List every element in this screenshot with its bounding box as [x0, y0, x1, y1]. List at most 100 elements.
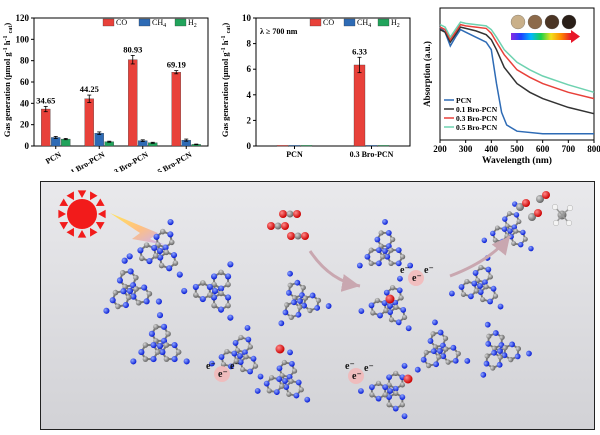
- carbon-atom: [478, 264, 484, 271]
- carbon-atom: [207, 292, 213, 298]
- nitrogen-atom: [405, 325, 412, 332]
- nitrogen-atom: [263, 380, 270, 387]
- y-tick-label: 40: [20, 98, 30, 108]
- electron-label: e⁻: [412, 273, 422, 284]
- sun-ray: [77, 190, 87, 198]
- nitrogen-atom: [287, 270, 293, 277]
- x-tick-label: 400: [485, 144, 499, 154]
- nitrogen-atom: [304, 396, 311, 403]
- nitrogen-atom: [225, 294, 232, 301]
- nitrogen-atom: [497, 348, 503, 354]
- nitrogen-atom: [526, 350, 532, 357]
- nitrogen-atom: [231, 350, 238, 357]
- nitrogen-atom: [440, 353, 447, 360]
- carbon-atom: [225, 281, 231, 288]
- nitrogen-atom: [130, 358, 137, 365]
- nitrogen-atom: [120, 288, 127, 295]
- sample-photo: [510, 14, 526, 30]
- carbon-atom: [388, 317, 395, 323]
- y-tick-label: 4: [247, 90, 252, 100]
- nitrogen-atom: [482, 279, 488, 286]
- carbon-atom: [284, 302, 290, 308]
- carbon-atom: [432, 344, 439, 350]
- nitrogen-atom: [496, 361, 503, 368]
- carbon-atom: [388, 260, 394, 266]
- carbon-atom: [252, 363, 259, 369]
- legend-label: 0.3 Bro-PCN: [456, 114, 498, 123]
- nitrogen-atom: [491, 349, 497, 356]
- nitrogen-atom: [181, 287, 188, 295]
- x-axis-title: Wavelength (nm): [482, 155, 552, 166]
- nitrogen-atom: [156, 247, 164, 255]
- carbon-atom: [220, 361, 227, 368]
- carbon-atom: [430, 331, 436, 337]
- nitrogen-atom: [137, 247, 144, 254]
- nitrogen-atom: [490, 285, 497, 292]
- carbon-atom: [224, 348, 230, 355]
- legend-label: CH4: [357, 18, 371, 29]
- nitrogen-atom: [385, 230, 392, 236]
- carbon-atom: [401, 314, 408, 321]
- heptazine-unit: [356, 219, 414, 269]
- nitrogen-atom: [511, 224, 518, 230]
- nitrogen-atom: [109, 297, 116, 304]
- nitrogen-atom: [468, 293, 474, 300]
- bar-co: [128, 59, 138, 147]
- sun-ray: [95, 198, 105, 206]
- nitrogen-atom: [278, 320, 285, 327]
- nitrogen-atom: [437, 329, 444, 336]
- heptazine-unit: [209, 325, 264, 380]
- nitrogen-atom: [384, 253, 391, 260]
- carbon-atom: [398, 295, 404, 301]
- nitrogen-atom: [407, 262, 414, 269]
- nitrogen-atom: [156, 312, 164, 319]
- oxygen-atom: [267, 222, 275, 230]
- carbon-atom: [455, 350, 461, 357]
- legend-swatch-ch4: [343, 18, 356, 27]
- nitrogen-atom: [450, 344, 457, 351]
- sun-ray: [90, 227, 98, 237]
- oxygen-atom: [287, 232, 295, 240]
- nitrogen-atom: [211, 273, 218, 280]
- y-tick-label: 0: [247, 141, 252, 151]
- nitrogen-atom: [502, 216, 508, 222]
- nitrogen-atom: [369, 384, 375, 391]
- carbon-atom: [425, 362, 432, 369]
- carbon-atom: [445, 359, 451, 365]
- nitrogen-atom: [397, 275, 403, 282]
- nitrogen-atom: [103, 307, 110, 314]
- nitrogen-atom: [485, 266, 492, 273]
- carbon-atom: [146, 290, 153, 297]
- nitrogen-atom: [375, 395, 382, 402]
- nitrogen-atom: [301, 302, 308, 309]
- carbon-atom: [291, 368, 298, 374]
- nitrogen-atom: [160, 323, 168, 330]
- nitrogen-atom: [127, 268, 134, 275]
- carbon-atom: [233, 358, 239, 364]
- carbon-atom: [390, 236, 396, 243]
- electron-glow: [214, 366, 230, 382]
- heptazine-unit: [414, 319, 471, 373]
- heptazine-unit: [254, 349, 311, 403]
- nitrogen-atom: [480, 371, 487, 378]
- electron-label: e⁻: [218, 369, 228, 380]
- nitrogen-atom: [282, 309, 289, 316]
- hydrogen-atom: [566, 204, 574, 212]
- light-beam-icon: [110, 213, 166, 245]
- nitrogen-atom: [358, 308, 365, 314]
- carbon-atom: [243, 354, 249, 360]
- nitrogen-atom: [244, 325, 251, 331]
- carbon-atom: [536, 195, 544, 203]
- x-tick-label: PCN: [286, 150, 303, 159]
- nitrogen-atom: [414, 366, 421, 373]
- y-tick-label: 80: [20, 56, 30, 66]
- carbon-atom: [142, 342, 149, 348]
- nitrogen-atom: [449, 290, 455, 297]
- nitrogen-atom: [126, 287, 134, 295]
- nitrogen-atom: [199, 296, 206, 303]
- carbon-atom: [292, 295, 298, 301]
- nitrogen-atom: [492, 330, 499, 336]
- nitrogen-atom: [437, 348, 443, 354]
- nitrogen-atom: [377, 312, 383, 319]
